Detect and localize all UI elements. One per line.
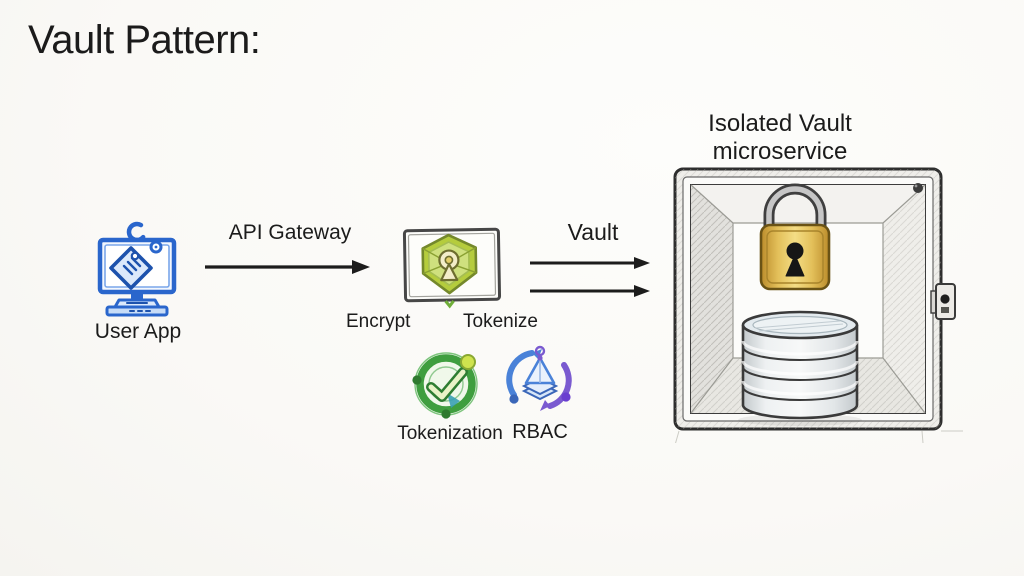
tokenization-label: Tokenization bbox=[397, 423, 503, 444]
encrypt-label: Encrypt bbox=[346, 311, 411, 332]
arrow-right-icon bbox=[530, 285, 650, 297]
gateway-operations: Encrypt Tokenize bbox=[346, 311, 538, 333]
vault-link-label: Vault bbox=[567, 219, 619, 245]
database-icon bbox=[738, 310, 862, 426]
vault-service-title-line2: microservice bbox=[712, 138, 848, 166]
cabinet-knob bbox=[913, 183, 923, 193]
user-app-label: User App bbox=[94, 320, 182, 343]
token-check-icon bbox=[412, 352, 478, 419]
monitor-app-icon bbox=[97, 221, 177, 317]
arrow-right-icon bbox=[205, 260, 370, 274]
vault-service-title: Isolated Vault microservice bbox=[655, 110, 905, 167]
arrow-right-icon bbox=[530, 257, 650, 269]
vault-cabinet-icon bbox=[673, 167, 963, 443]
rbac-label: RBAC bbox=[512, 421, 568, 443]
sketch-guide-lines bbox=[675, 430, 963, 443]
rbac-cycle-icon bbox=[506, 345, 572, 411]
page-title: Vault Pattern: bbox=[28, 18, 261, 62]
padlock-icon bbox=[759, 183, 831, 291]
shield-keyhole-icon bbox=[402, 227, 502, 309]
api-gateway-label: API Gateway bbox=[228, 221, 352, 244]
tokenize-label: Tokenize bbox=[463, 311, 538, 332]
cabinet-latch bbox=[930, 283, 956, 320]
vault-service-title-line1: Isolated Vault bbox=[708, 110, 852, 137]
